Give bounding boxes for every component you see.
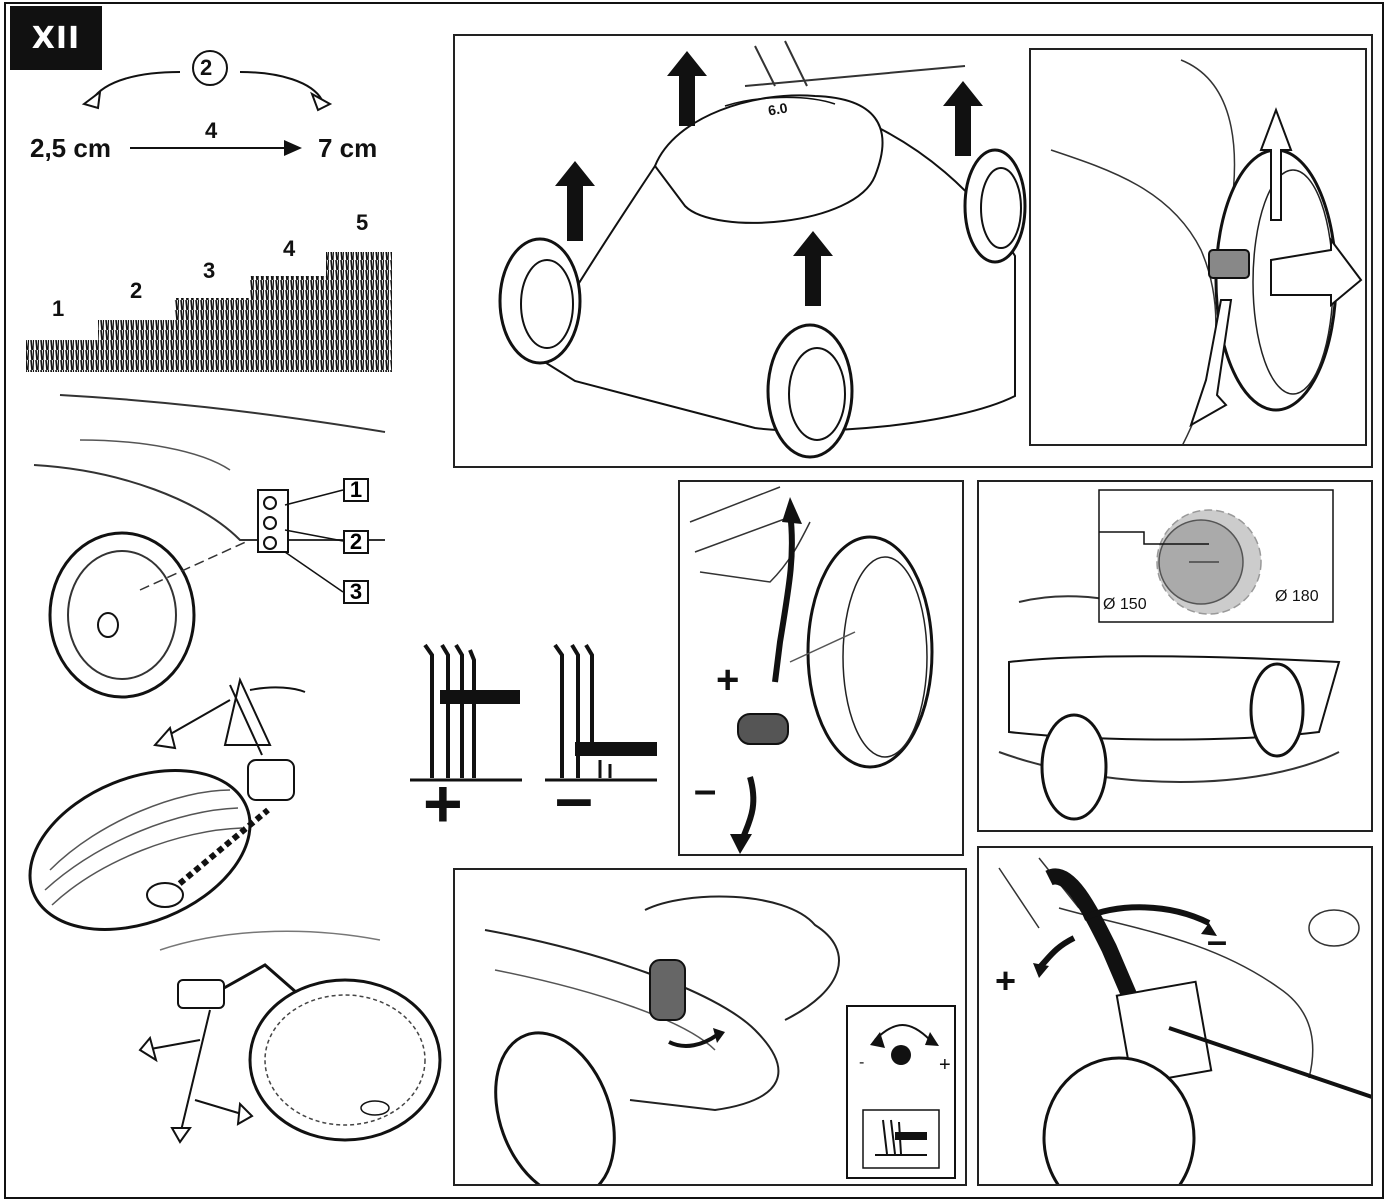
level-5: 5 [356,210,369,235]
handle-plus-sign: + [995,960,1017,1001]
wheel-lever-drawing [28,676,306,931]
bracket-label-3: 3 [343,579,369,604]
lever-adjust-drawing [689,486,934,854]
grass-bars-graphic [26,252,392,372]
bracket-label-2: 2 [343,529,369,554]
diameter-150-label: Ø 150 [1103,596,1147,613]
panel-rear-wheel-adjust [1029,48,1367,446]
handle-lever-drawing [998,857,1371,1184]
plus-symbol: + [423,766,463,842]
lever-plus-sign: + [716,658,740,702]
knob-adjust-drawing [484,895,956,1184]
max-height-label: 7 cm [318,133,378,163]
rear-wheel-adjust-drawing [1050,59,1363,444]
panel-blade-diameter: Ø 150 Ø 180 [977,480,1373,832]
level-1: 1 [52,296,65,321]
diameter-180-label: Ø 180 [1275,588,1319,605]
mower-lift-drawing [498,40,1027,459]
higher-cut-symbol [410,643,522,782]
panel-mower-lift-points: 6.0 [453,34,1373,468]
level-4: 4 [283,236,296,261]
steps-label: 4 [205,118,218,143]
handle-minus-sign: – [1207,920,1228,961]
panel-lever-adjust: + – [678,480,964,856]
knob-minus-sign: - [859,1054,865,1071]
engine-badge: 6.0 [766,99,789,119]
blade-diameter-drawing [998,489,1341,821]
min-height-label: 2,5 cm [30,133,111,163]
circled-number: 2 [200,55,213,80]
height-symbol-drawing [410,643,657,782]
minus-symbol: – [555,760,593,836]
bracket-label-1: 1 [343,477,369,502]
panel-handle-lever: + – [977,846,1373,1186]
rear-wheel-lever-drawing [138,930,442,1144]
level-3: 3 [203,258,216,283]
lever-minus-sign: – [694,768,717,812]
panel-knob-adjust: - + [453,868,967,1186]
level-2: 2 [130,278,143,303]
knob-plus-sign: + [939,1054,951,1076]
lower-cut-symbol [545,643,657,782]
section-badge: XII [10,6,102,70]
height-scale-arrows [81,50,333,156]
page-frame [4,2,1384,1199]
axle-bracket-drawing [33,394,386,699]
